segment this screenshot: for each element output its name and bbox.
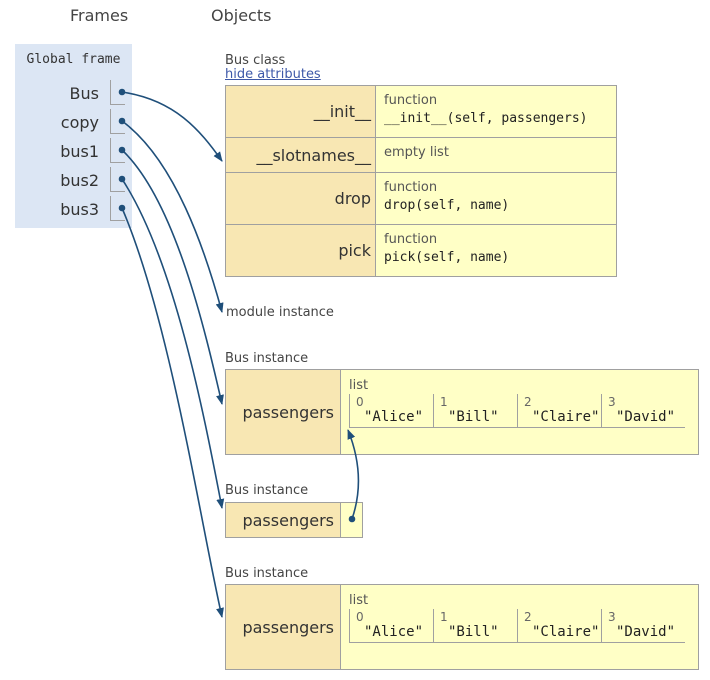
list-index: 0	[356, 395, 364, 409]
class-row-slotnames: __slotnames__ empty list	[225, 137, 617, 173]
list-3-label: list	[349, 593, 369, 608]
global-frame: Global frame	[15, 44, 132, 228]
pointer-dot-bus2	[118, 175, 126, 183]
bus-instance-3-label: Bus instance	[225, 566, 309, 581]
frames-header: Frames	[70, 6, 129, 25]
frame-var-bus3: bus3	[60, 200, 99, 219]
instance-1-value: list 0"Alice" 1"Bill" 2"Claire" 3"David"	[341, 370, 698, 454]
list-index: 3	[608, 395, 616, 409]
list-element: "David"	[616, 624, 676, 640]
class-signature-init: __init__(self, passengers)	[384, 111, 588, 126]
arrow-bus2-to-instance2	[121, 178, 225, 509]
frame-var-bus2: bus2	[60, 171, 99, 190]
list-item: 3"David"	[601, 609, 685, 643]
list-item: 0"Alice"	[349, 394, 433, 428]
list-element: "David"	[616, 409, 676, 425]
class-row-drop: drop function drop(self, name)	[225, 172, 617, 225]
list-index: 2	[524, 610, 532, 624]
class-type-init: function	[384, 93, 438, 108]
class-key-drop: drop	[225, 172, 376, 225]
arrow-bus1-to-instance1	[121, 149, 224, 405]
list-index: 1	[440, 610, 448, 624]
class-value-slotnames: empty list	[375, 137, 617, 173]
class-signature-pick: pick(self, name)	[384, 250, 510, 265]
bus-class-table: __init__ function __init__(self, passeng…	[225, 85, 617, 277]
frame-var-copy: copy	[60, 113, 99, 132]
list-item: 1"Bill"	[433, 394, 517, 428]
instance-3-value: list 0"Alice" 1"Bill" 2"Claire" 3"David"	[341, 585, 698, 669]
class-type-pick: function	[384, 232, 438, 247]
list-element: "Bill"	[448, 624, 499, 640]
passengers-list-1: list 0"Alice" 1"Bill" 2"Claire" 3"David"	[349, 378, 685, 428]
pointer-dot-bus	[118, 88, 126, 96]
bus-instance-2: passengers	[225, 502, 363, 538]
pointer-cell-bus3	[110, 196, 125, 221]
list-1-label: list	[349, 378, 369, 393]
pointer-dot-bus1	[118, 146, 126, 154]
class-key-init: __init__	[225, 85, 376, 138]
list-item: 0"Alice"	[349, 609, 433, 643]
module-instance-label: module instance	[226, 305, 334, 320]
class-key-pick: pick	[225, 224, 376, 277]
bus-instance-1-label: Bus instance	[225, 351, 309, 366]
bus-instance-3: passengers list 0"Alice" 1"Bill" 2"Clair…	[225, 584, 699, 670]
class-key-slotnames: __slotnames__	[225, 137, 376, 173]
bus-instance-1: passengers list 0"Alice" 1"Bill" 2"Clair…	[225, 369, 699, 455]
arrow-copy-to-module	[121, 120, 224, 313]
class-row-init: __init__ function __init__(self, passeng…	[225, 85, 617, 138]
pointer-cell-bus2	[110, 167, 125, 192]
frame-var-bus: Bus	[69, 84, 99, 103]
frame-var-bus1: bus1	[60, 142, 99, 161]
class-type-drop: function	[384, 180, 438, 195]
class-value-pick: function pick(self, name)	[375, 224, 617, 277]
bus-instance-2-label: Bus instance	[225, 483, 309, 498]
instance-1-key: passengers	[226, 370, 341, 454]
arrow-bus-to-class	[121, 91, 223, 162]
class-type-slotnames: empty list	[384, 145, 449, 160]
list-item: 2"Claire"	[517, 609, 601, 643]
global-frame-title: Global frame	[26, 52, 121, 67]
pointer-cell-bus1	[110, 138, 125, 163]
passengers-list-3: list 0"Alice" 1"Bill" 2"Claire" 3"David"	[349, 593, 685, 643]
class-value-init: function __init__(self, passengers)	[375, 85, 617, 138]
pointer-cell-copy	[110, 109, 125, 134]
list-index: 3	[608, 610, 616, 624]
list-element: "Alice"	[364, 624, 424, 640]
class-row-pick: pick function pick(self, name)	[225, 224, 617, 277]
list-index: 1	[440, 395, 448, 409]
instance-3-key: passengers	[226, 585, 341, 669]
pointer-dot-copy	[118, 117, 126, 125]
instance-2-key: passengers	[226, 503, 341, 537]
class-value-drop: function drop(self, name)	[375, 172, 617, 225]
list-element: "Claire"	[532, 409, 600, 425]
list-index: 0	[356, 610, 364, 624]
pointer-dot-bus3	[118, 204, 126, 212]
bus-class-label: Bus class	[225, 53, 286, 68]
arrow-instance2-to-list1	[347, 429, 360, 520]
pointer-dot-instance2	[348, 515, 356, 523]
list-item: 1"Bill"	[433, 609, 517, 643]
objects-header: Objects	[211, 6, 272, 25]
list-element: "Claire"	[532, 624, 600, 640]
pointer-cell-bus	[110, 80, 125, 105]
list-element: "Bill"	[448, 409, 499, 425]
list-item: 2"Claire"	[517, 394, 601, 428]
arrow-bus3-to-instance3	[121, 207, 224, 618]
class-signature-drop: drop(self, name)	[384, 198, 510, 213]
list-element: "Alice"	[364, 409, 424, 425]
hide-attributes-link[interactable]: hide attributes	[225, 67, 321, 82]
list-item: 3"David"	[601, 394, 685, 428]
list-index: 2	[524, 395, 532, 409]
